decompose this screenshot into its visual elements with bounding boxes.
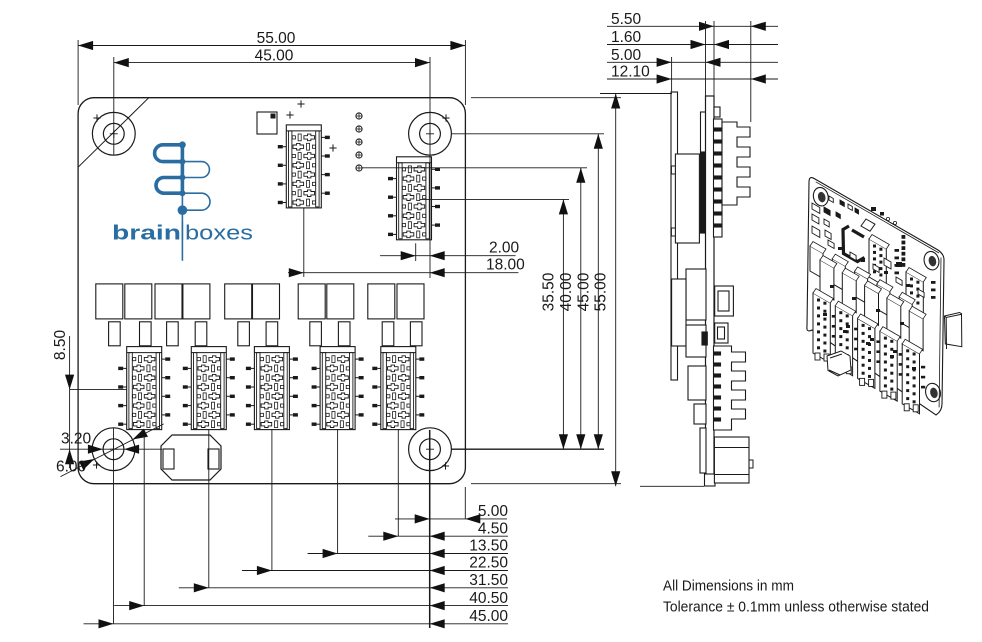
svg-text:brain: brain [112,223,181,245]
svg-text:6.00: 6.00 [56,459,87,476]
svg-text:All Dimensions in mm: All Dimensions in mm [663,578,794,595]
svg-text:boxes: boxes [185,223,253,245]
svg-text:18.00: 18.00 [486,256,525,273]
svg-text:2.00: 2.00 [489,239,520,256]
svg-text:8.50: 8.50 [52,330,69,361]
svg-text:Tolerance ± 0.1mm unless other: Tolerance ± 0.1mm unless otherwise state… [663,599,929,616]
svg-text:40.50: 40.50 [469,590,508,607]
svg-text:40.00: 40.00 [558,272,575,311]
svg-text:45.00: 45.00 [575,272,592,311]
svg-text:45.00: 45.00 [469,608,508,625]
svg-text:35.50: 35.50 [540,272,557,311]
svg-text:22.50: 22.50 [469,555,508,572]
svg-text:5.50: 5.50 [611,11,642,28]
svg-text:55.00: 55.00 [257,30,296,47]
svg-text:12.10: 12.10 [611,64,650,81]
svg-text:13.50: 13.50 [469,538,508,555]
svg-text:45.00: 45.00 [255,47,294,64]
svg-text:5.00: 5.00 [611,47,642,64]
svg-text:31.50: 31.50 [469,572,508,589]
svg-text:5.00: 5.00 [478,503,509,520]
svg-text:1.60: 1.60 [611,29,642,46]
svg-text:4.50: 4.50 [478,520,509,537]
svg-text:3.20: 3.20 [61,431,92,448]
svg-text:55.00: 55.00 [593,272,610,311]
